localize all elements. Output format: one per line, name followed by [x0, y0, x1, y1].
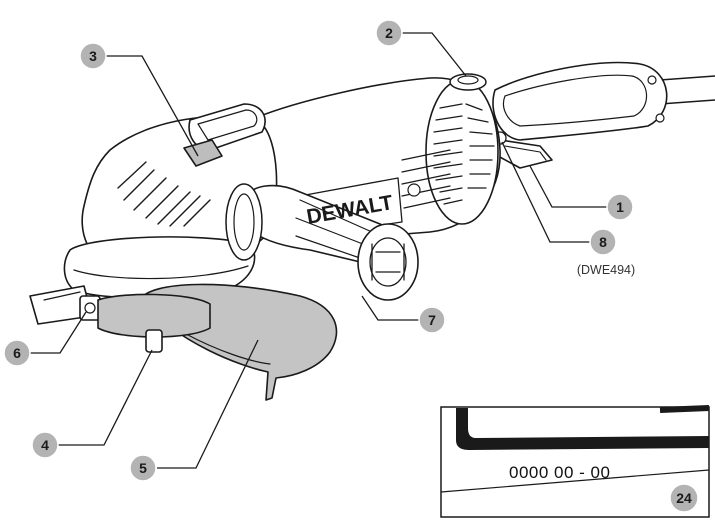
inset-panel	[456, 408, 709, 450]
rear-handle	[492, 61, 668, 141]
inset-slot	[617, 414, 653, 424]
svg-text:3: 3	[89, 48, 97, 64]
model-note: (DWE494)	[577, 263, 635, 277]
callout-3: 3	[79, 42, 107, 70]
serial-number: 0000 00 - 00	[509, 463, 610, 482]
power-cord	[659, 75, 715, 105]
grinder-illustration	[29, 61, 715, 401]
trigger	[497, 139, 553, 169]
side-handle	[225, 183, 419, 301]
callout-1: 1	[606, 193, 634, 221]
svg-text:8: 8	[599, 234, 607, 250]
svg-text:5: 5	[139, 460, 147, 476]
callout-8: 8	[589, 228, 617, 256]
spindle	[145, 329, 163, 353]
svg-text:2: 2	[385, 25, 393, 41]
rear-vents	[433, 103, 495, 205]
inset-frame	[440, 406, 710, 518]
inset-edge-line	[440, 469, 710, 493]
spindle-collar	[97, 293, 211, 338]
callout-4: 4	[31, 431, 59, 459]
svg-text:1: 1	[616, 199, 624, 215]
callout-6: 6	[3, 339, 31, 367]
lever-pad	[183, 139, 223, 167]
callout-24: 24	[669, 483, 699, 513]
svg-text:7: 7	[428, 312, 436, 328]
svg-text:24: 24	[676, 490, 692, 506]
svg-text:4: 4	[41, 437, 49, 453]
callout-2: 2	[375, 19, 403, 47]
svg-text:6: 6	[13, 345, 21, 361]
serial-inset: 0000 00 - 00	[440, 405, 710, 518]
top-lever	[188, 103, 266, 151]
callout-5: 5	[129, 454, 157, 482]
gear-case-vents	[117, 161, 211, 227]
callout-7: 7	[418, 306, 446, 334]
